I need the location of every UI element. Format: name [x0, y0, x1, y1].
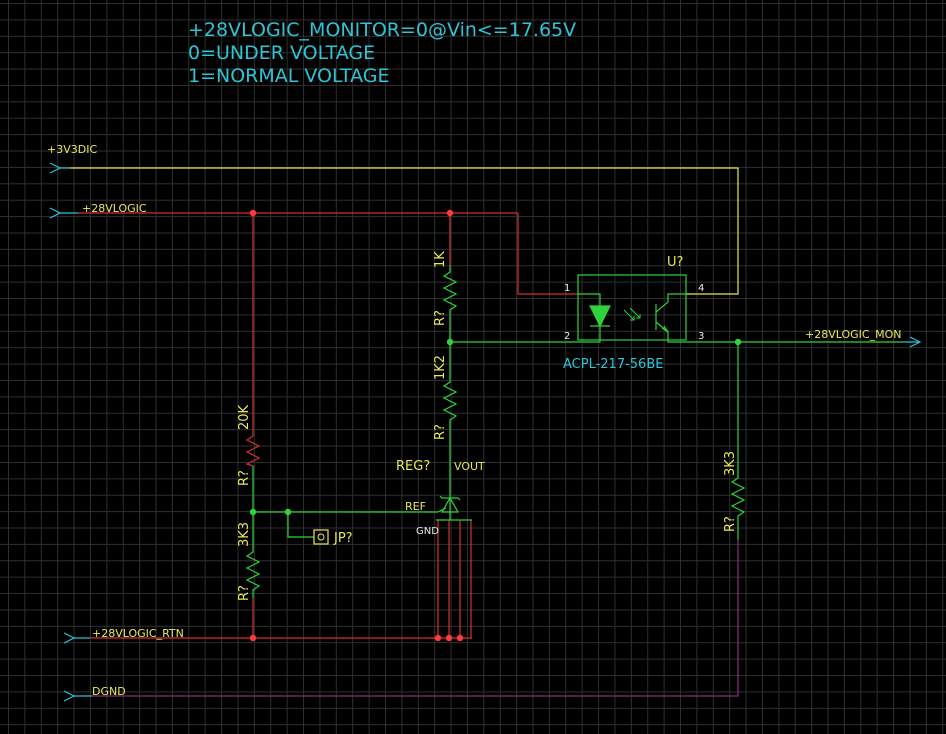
- resistor-r2-value: 1K2: [433, 355, 448, 380]
- port-3v3dic-label: +3V3DIC: [47, 143, 97, 156]
- optocoupler-u[interactable]: U? ACPL-217-56BE 1 2 3 4: [563, 255, 704, 372]
- junction-dot: [434, 634, 442, 642]
- regulator-ref: REG?: [396, 459, 430, 474]
- port-28vlogic-mon-label: +28VLOGIC_MON: [805, 328, 901, 341]
- resistor-r5[interactable]: 3K3 R?: [723, 451, 746, 540]
- port-dgnd-label: DGND: [92, 685, 126, 698]
- resistor-r5-ref: R?: [723, 516, 738, 532]
- resistor-r3[interactable]: 20K R?: [237, 404, 261, 486]
- optocoupler-pin-3: 3: [698, 331, 704, 342]
- junction-dot: [445, 634, 453, 642]
- wire-green: [252, 320, 900, 538]
- wire-28vlogic-rtn: [90, 520, 472, 639]
- junction-dot: [734, 338, 742, 346]
- regulator-gnd-label: GND: [416, 526, 439, 537]
- resistor-r1[interactable]: 1K R?: [433, 251, 458, 326]
- resistor-r5-value: 3K3: [723, 451, 738, 476]
- junction-dot: [446, 209, 454, 217]
- regulator-vout-label: VOUT: [454, 460, 485, 473]
- port-28vlogic[interactable]: +28VLOGIC: [49, 202, 147, 219]
- optocoupler-ref: U?: [667, 255, 683, 270]
- wire-28vlogic: [78, 212, 578, 430]
- resistor-r1-ref: R?: [433, 310, 448, 326]
- jumper-jp[interactable]: JP?: [313, 529, 353, 546]
- junction-dot: [249, 508, 257, 516]
- resistor-r4[interactable]: 3K3 R?: [237, 520, 261, 601]
- resistor-r1-value: 1K: [433, 251, 448, 268]
- junction-dot: [456, 634, 464, 642]
- jumper-ref: JP?: [333, 531, 353, 546]
- junctions-green: [249, 338, 742, 516]
- note-line-2: 0=UNDER VOLTAGE: [188, 42, 375, 64]
- port-3v3dic[interactable]: +3V3DIC: [47, 143, 97, 174]
- note-line-3: 1=NORMAL VOLTAGE: [188, 65, 390, 87]
- optocoupler-pin-2: 2: [564, 331, 570, 342]
- note-line-1: +28VLOGIC_MONITOR=0@Vin<=17.65V: [188, 19, 576, 41]
- optocoupler-pin-4: 4: [698, 283, 704, 294]
- junctions: [249, 209, 464, 642]
- resistor-r2-ref: R?: [433, 424, 448, 440]
- regulator-ref-label: REF: [405, 500, 426, 513]
- optocoupler-pin-1: 1: [564, 283, 570, 294]
- resistor-r2[interactable]: 1K2 R?: [433, 355, 458, 440]
- junction-dot: [249, 209, 257, 217]
- port-28vlogic-label: +28VLOGIC: [82, 202, 147, 215]
- junction-dot: [446, 338, 454, 346]
- junction-dot: [284, 508, 292, 516]
- led-icon: [578, 293, 611, 343]
- shunt-regulator-icon: [437, 490, 461, 520]
- resistor-r3-ref: R?: [237, 470, 252, 486]
- port-dgnd[interactable]: DGND: [63, 685, 126, 702]
- port-28vlogic-rtn-label: +28VLOGIC_RTN: [92, 627, 184, 640]
- wire-3v3dic: [70, 167, 739, 295]
- regulator-reg[interactable]: REG? VOUT REF GND: [396, 459, 485, 537]
- port-28vlogic-rtn[interactable]: +28VLOGIC_RTN: [63, 627, 184, 644]
- resistor-r4-value: 3K3: [237, 522, 252, 547]
- wire-dgnd: [92, 540, 739, 697]
- port-28vlogic-mon[interactable]: +28VLOGIC_MON: [805, 328, 922, 348]
- junction-dot: [249, 634, 257, 642]
- resistor-r4-ref: R?: [237, 585, 252, 601]
- light-arrows-icon: [623, 307, 641, 321]
- phototransistor-icon: [655, 293, 686, 343]
- resistor-r3-value: 20K: [237, 404, 252, 430]
- optocoupler-part: ACPL-217-56BE: [563, 357, 663, 372]
